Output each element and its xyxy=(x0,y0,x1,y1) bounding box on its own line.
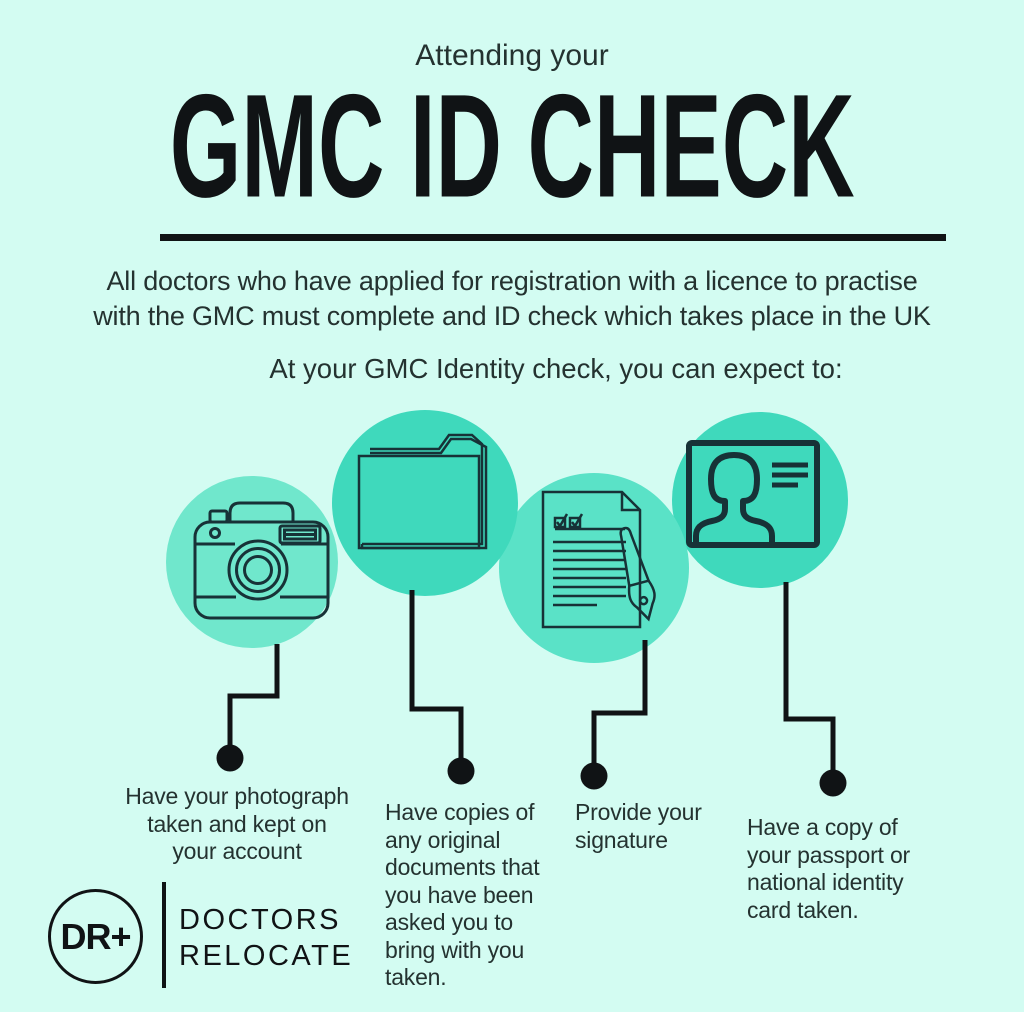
id-card-icon xyxy=(686,440,820,548)
page-title: GMC ID CHECK xyxy=(0,73,1024,220)
dr-logo-badge: DR+ xyxy=(48,889,143,984)
step-label-documents: Have copies of any original documents th… xyxy=(385,799,540,990)
connector-dot-4 xyxy=(819,769,847,797)
fountain-pen-icon xyxy=(619,526,656,622)
page-title-text: GMC ID CHECK xyxy=(169,64,855,229)
intro-paragraph: All doctors who have applied for registr… xyxy=(93,266,931,331)
connector-line-4 xyxy=(783,582,836,770)
step-label-id-card: Have a copy of your passport or national… xyxy=(747,814,910,923)
connector-line-2 xyxy=(409,590,464,758)
logo-divider-bar xyxy=(162,882,166,988)
connector-dot-3 xyxy=(580,762,608,790)
connector-dot-2 xyxy=(447,757,475,785)
step-label-photograph: Have your photograph taken and kept on y… xyxy=(125,783,349,864)
dr-logo-monogram: DR+ xyxy=(60,915,131,957)
signature-document-pen-icon xyxy=(541,490,656,629)
step-label-signature: Provide your signature xyxy=(575,799,702,853)
brand-name: DOCTORS RELOCATE xyxy=(179,904,354,972)
folder-icon xyxy=(357,433,488,550)
camera-icon xyxy=(193,501,330,620)
divider-rule xyxy=(160,234,946,241)
subtitle-text: At your GMC Identity check, you can expe… xyxy=(269,353,843,384)
eyebrow-text: Attending your xyxy=(415,39,609,72)
connector-dot-1 xyxy=(216,744,244,772)
connector-line-1 xyxy=(227,644,280,745)
